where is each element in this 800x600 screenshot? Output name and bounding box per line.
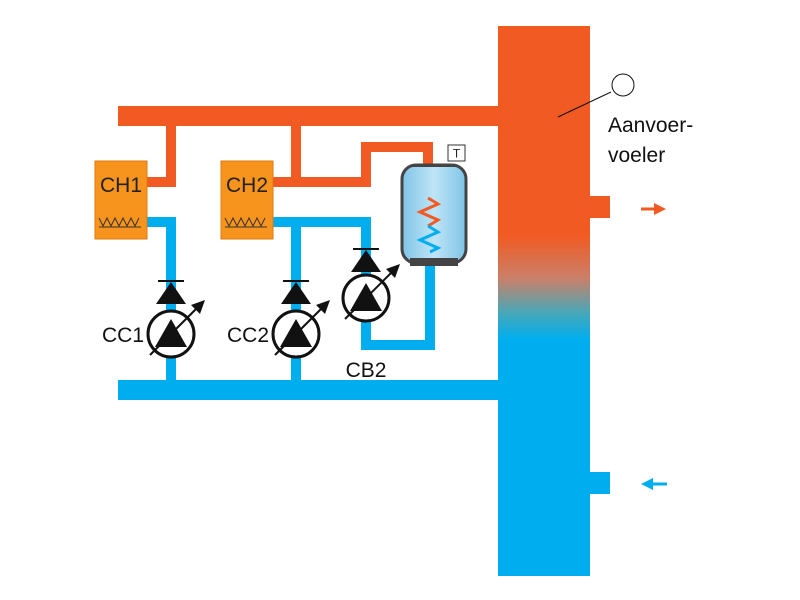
header-outlet-stub xyxy=(588,196,610,218)
boiler-ch1: CH1 xyxy=(94,160,148,240)
supply-sensor: Aanvoer- voeler xyxy=(557,73,693,167)
sensor-label-line2: voeler xyxy=(608,144,665,167)
pump-cc2-label: CC2 xyxy=(227,324,269,347)
pump-cc1-label: CC1 xyxy=(102,324,144,347)
sensor-circle-icon xyxy=(611,73,635,97)
boiler-ch2: CH2 xyxy=(220,160,274,240)
pump-variable-arrowhead xyxy=(386,264,400,278)
boiler-ch1-label: CH1 xyxy=(100,174,142,197)
sensor-label-line1: Aanvoer- xyxy=(608,114,693,137)
header-column xyxy=(498,26,590,576)
return-branch-cb2 xyxy=(296,217,435,350)
return-branch-cc1 xyxy=(146,217,176,390)
pump-variable-arrow xyxy=(149,302,203,356)
pump-variable-arrowhead xyxy=(191,300,205,314)
pump-cb2-label: CB2 xyxy=(346,359,387,382)
flow-in-arrow xyxy=(641,478,667,490)
header-inlet-stub xyxy=(588,472,610,494)
tank-sensor-box xyxy=(447,144,466,162)
boiler-ch1-box xyxy=(94,160,148,240)
tank-sensor-label: T xyxy=(453,147,461,161)
pump-cb2: CB2 xyxy=(341,248,400,382)
check-valve-icon xyxy=(351,250,381,272)
tank-base xyxy=(410,258,458,266)
check-valve-icon xyxy=(156,282,186,304)
pump-cc1: CC1 xyxy=(102,280,205,359)
pump-cc2: CC2 xyxy=(227,280,330,359)
flame-icon xyxy=(224,216,266,228)
flow-out-arrow xyxy=(641,203,666,215)
check-valve-icon xyxy=(281,282,311,304)
return-branch-cc2 xyxy=(271,217,301,390)
pump-variable-arrow xyxy=(274,302,328,356)
boiler-ch2-label: CH2 xyxy=(226,174,268,197)
tank-coil-hot xyxy=(416,196,442,228)
tank-body xyxy=(400,163,468,265)
storage-tank: T xyxy=(400,144,468,266)
flow-in-arrowhead xyxy=(641,478,653,490)
sensor-leader-line xyxy=(557,91,612,118)
tank-coil-cold xyxy=(416,224,442,254)
flame-icon xyxy=(98,216,140,228)
pump-variable-arrowhead xyxy=(316,300,330,314)
hydraulic-header xyxy=(498,26,610,576)
flow-out-arrowhead xyxy=(654,203,666,215)
pump-variable-arrow xyxy=(344,266,398,320)
boiler-ch2-box xyxy=(220,160,274,240)
